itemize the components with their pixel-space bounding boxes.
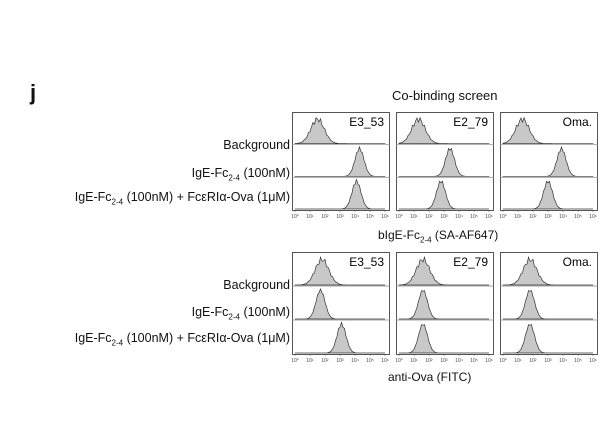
- histogram-series: [502, 116, 594, 145]
- x-tick-label: 10⁴: [351, 214, 359, 220]
- x-tick-label: 10⁶: [485, 358, 493, 364]
- x-tick-label: 10¹: [306, 214, 314, 220]
- x-tick-label: 10⁴: [455, 214, 463, 220]
- x-tick-label: 10°: [292, 214, 299, 220]
- x-tick-label: 10¹: [514, 358, 522, 364]
- x-tick-label: 10⁵: [366, 358, 374, 364]
- x-tick-label: 10⁶: [589, 214, 597, 220]
- x-tick-label: 10⁵: [470, 358, 478, 364]
- column-label: Oma.: [563, 115, 592, 129]
- histogram-series: [398, 147, 490, 177]
- histogram-bottom-e2-79: E2_79 10° 10¹ 10² 10³ 10⁴ 10⁵ 10⁶: [396, 252, 494, 366]
- panel-letter: j: [30, 80, 37, 105]
- x-tick-label: 10°: [396, 214, 403, 220]
- x-tick-label: 10°: [500, 358, 507, 364]
- histogram-top-e2-79: E2_79 10° 10¹ 10² 10³ 10⁴ 10⁵ 10⁶: [396, 112, 494, 222]
- x-tick-label: 10¹: [306, 358, 314, 364]
- x-tick-label: 10¹: [514, 214, 522, 220]
- column-label: E2_79: [453, 115, 488, 129]
- histogram-series: [399, 290, 489, 320]
- histogram-bottom-e3-53: E3_53 10° 10¹ 10² 10³ 10⁴ 10⁵ 10⁶: [292, 252, 390, 366]
- x-tick-label: 10³: [440, 358, 448, 364]
- histogram-series: [294, 145, 386, 177]
- row-label-ige-bottom: IgE-Fc2-4 (100nM): [191, 305, 290, 322]
- x-tick-label: 10⁵: [470, 214, 478, 220]
- x-tick-label: 10³: [336, 214, 344, 220]
- x-tick-label: 10⁴: [351, 358, 359, 364]
- x-tick-label: 10⁶: [381, 214, 389, 220]
- histogram-top-oma: Oma. 10° 10¹ 10² 10³ 10⁴ 10⁵ 10⁶: [500, 112, 598, 222]
- x-tick-label: 10°: [500, 214, 507, 220]
- histogram-svg: E3_53 10° 10¹ 10² 10³ 10⁴ 10⁵ 10⁶: [292, 252, 390, 364]
- histogram-svg: E2_79 10° 10¹ 10² 10³ 10⁴ 10⁵ 10⁶: [396, 112, 494, 220]
- histogram-bottom-oma: Oma. 10° 10¹ 10² 10³ 10⁴ 10⁵ 10⁶: [500, 252, 598, 366]
- row-label-ige-top: IgE-Fc2-4 (100nM): [191, 166, 290, 183]
- histogram-svg: E3_53 10° 10¹ 10² 10³ 10⁴ 10⁵ 10⁶: [292, 112, 390, 220]
- x-tick-label: 10²: [529, 358, 537, 364]
- column-label: E2_79: [453, 255, 488, 269]
- histogram-series: [294, 117, 386, 145]
- x-tick-label: 10°: [292, 358, 299, 364]
- x-tick-label: 10⁵: [574, 214, 582, 220]
- column-label: Oma.: [563, 255, 592, 269]
- figure-title: Co-binding screen: [392, 88, 498, 103]
- panel-frame: [396, 252, 494, 355]
- x-tick-label: 10⁶: [485, 214, 493, 220]
- x-tick-label: 10³: [336, 358, 344, 364]
- panel-frame: [500, 252, 598, 355]
- histogram-series: [503, 289, 593, 320]
- x-tick-label: 10³: [544, 214, 552, 220]
- x-tick-label: 10¹: [410, 358, 418, 364]
- x-tick-label: 10⁴: [455, 358, 463, 364]
- histogram-series: [399, 180, 489, 210]
- histogram-series: [295, 288, 385, 320]
- histogram-series: [502, 145, 594, 177]
- x-tick-label: 10²: [321, 358, 329, 364]
- histogram-series: [295, 321, 385, 354]
- x-tick-label: 10⁶: [589, 358, 597, 364]
- x-tick-label: 10¹: [410, 214, 418, 220]
- x-tick-label: 10³: [440, 214, 448, 220]
- x-tick-label: 10⁴: [559, 358, 567, 364]
- histogram-top-e3-53: E3_53 10° 10¹ 10² 10³ 10⁴ 10⁵ 10⁶: [292, 112, 390, 222]
- column-label: E3_53: [349, 115, 384, 129]
- row-label-background-top: Background: [223, 138, 290, 152]
- x-tick-label: 10²: [425, 214, 433, 220]
- row-label-ige-ova-top: IgE-Fc2-4 (100nM) + FcεRIα-Ova (1μM): [74, 190, 290, 207]
- histogram-series: [398, 255, 489, 286]
- panel-frame: [292, 112, 390, 211]
- histogram-series: [399, 324, 489, 354]
- x-tick-label: 10⁵: [574, 358, 582, 364]
- x-tick-label: 10⁶: [381, 358, 389, 364]
- x-tick-label: 10°: [396, 358, 403, 364]
- panel-frame: [396, 112, 494, 211]
- histogram-series: [502, 255, 593, 286]
- x-axis-title-bottom: anti-Ova (FITC): [388, 370, 472, 384]
- row-label-background-bottom: Background: [223, 278, 290, 292]
- x-tick-label: 10³: [544, 358, 552, 364]
- x-tick-label: 10²: [425, 358, 433, 364]
- histogram-series: [398, 116, 490, 145]
- row-label-ige-ova-bottom: IgE-Fc2-4 (100nM) + FcεRIα-Ova (1μM): [74, 331, 290, 348]
- histogram-series: [295, 178, 385, 210]
- histogram-svg: Oma. 10° 10¹ 10² 10³ 10⁴ 10⁵ 10⁶: [500, 112, 598, 220]
- panel-frame: [292, 252, 390, 355]
- histogram-svg: E2_79 10° 10¹ 10² 10³ 10⁴ 10⁵ 10⁶: [396, 252, 494, 364]
- histogram-series: [503, 323, 593, 354]
- histogram-series: [503, 180, 593, 210]
- x-tick-label: 10²: [321, 214, 329, 220]
- histogram-series: [294, 255, 385, 286]
- x-tick-label: 10⁵: [366, 214, 374, 220]
- x-axis-title-top: bIgE-Fc2-4 (SA-AF647): [378, 228, 499, 245]
- x-tick-label: 10⁴: [559, 214, 567, 220]
- column-label: E3_53: [349, 255, 384, 269]
- x-tick-label: 10²: [529, 214, 537, 220]
- histogram-svg: Oma. 10° 10¹ 10² 10³ 10⁴ 10⁵ 10⁶: [500, 252, 598, 364]
- panel-frame: [500, 112, 598, 211]
